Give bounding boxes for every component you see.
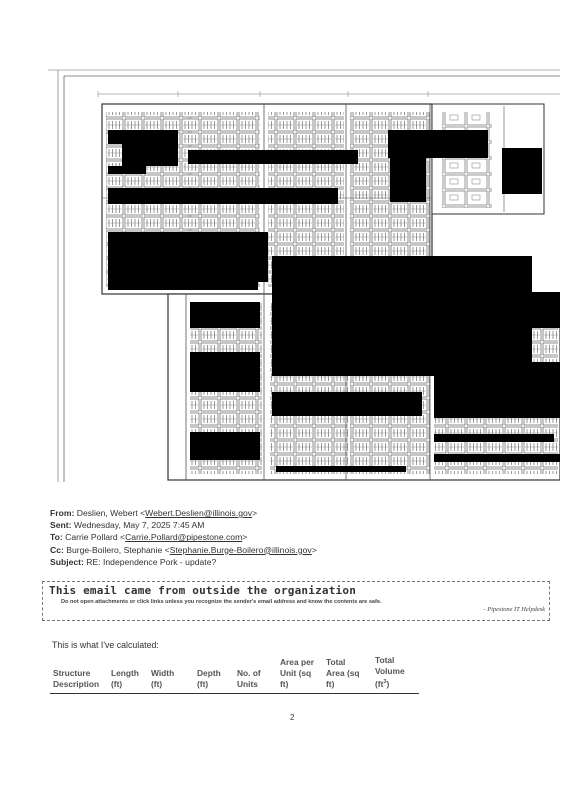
from-email-link[interactable]: Webert.Deslien@illinois.gov	[145, 508, 253, 518]
to-row: To: Carrie Pollard <Carrie.Pollard@pipes…	[50, 532, 248, 543]
from-name: Deslien, Webert	[76, 508, 138, 518]
col-width: Width(ft)	[147, 655, 193, 694]
sent-row: Sent: Wednesday, May 7, 2025 7:45 AM	[50, 519, 510, 531]
subject-row: Subject: RE: Independence Pork - update?	[50, 556, 510, 568]
banner-signature: - Pipestone IT Helpdesk	[483, 606, 545, 613]
email-header: From: Deslien, Webert <Webert.Deslien@il…	[50, 507, 510, 568]
to-label: To:	[50, 532, 63, 543]
subject-value: RE: Independence Pork - update?	[86, 556, 217, 567]
intro-text: This is what I've calculated:	[52, 640, 159, 650]
page-number: 2	[290, 713, 295, 722]
cc-label: Cc:	[50, 544, 64, 555]
sent-value: Wednesday, May 7, 2025 7:45 AM	[73, 520, 205, 531]
col-length: Length(ft)	[107, 655, 147, 694]
floor-plan-drawing	[48, 69, 560, 482]
banner-warning: Do not open attachments or click links u…	[61, 599, 382, 605]
to-email-link[interactable]: Carrie.Pollard@pipestone.com	[125, 532, 243, 543]
banner-title: This email came from outside the organiz…	[49, 584, 357, 597]
cc-row: Cc: Burge-Boilero, Stephanie <Stephanie.…	[50, 544, 317, 555]
to-name: Carrie Pollard	[65, 532, 118, 543]
col-depth: Depth(ft)	[193, 655, 233, 694]
cc-email-link[interactable]: Stephanie.Burge-Boilero@illinois.gov	[169, 544, 312, 555]
sent-label: Sent:	[50, 520, 72, 531]
cc-name: Burge-Boilero, Stephanie	[66, 544, 163, 555]
from-row: From: Deslien, Webert <Webert.Deslien@il…	[50, 508, 258, 518]
subject-label: Subject:	[50, 556, 84, 567]
from-label: From:	[50, 508, 75, 518]
external-email-banner: This email came from outside the organiz…	[42, 581, 550, 621]
